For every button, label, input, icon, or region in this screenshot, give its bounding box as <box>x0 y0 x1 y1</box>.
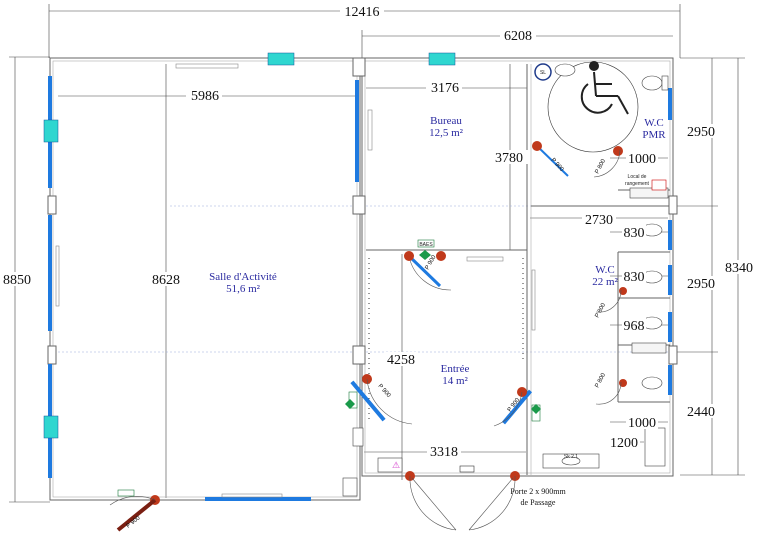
window-wc-2 <box>668 220 672 250</box>
door-labels: P 900 P 900 P 800 P 800 P 800 P 900 P 90… <box>126 157 608 529</box>
dim-total-height: 8850 <box>3 273 31 288</box>
room-bureau-name: Bureau <box>430 115 462 127</box>
room-wc-name: W.C <box>595 264 614 276</box>
warning-icons: ⚠ <box>392 179 667 470</box>
room-bureau-area: 12,5 m² <box>429 127 464 139</box>
dim-wc-a: 830 <box>624 226 645 241</box>
fixtures <box>342 61 669 497</box>
vent-left-bottom <box>43 415 59 439</box>
room-labels: Salle d'Activité 51,6 m² Bureau 12,5 m² … <box>209 115 666 387</box>
window-bottom <box>205 497 311 501</box>
window-wc-5 <box>668 365 672 395</box>
door-note-line1: Porte 2 x 900mm <box>510 487 566 496</box>
dim-right-top: 2950 <box>687 125 715 140</box>
window-wc-1 <box>668 88 672 120</box>
doors <box>109 141 627 532</box>
dim-salle-width: 5986 <box>191 89 219 104</box>
svg-text:⚠: ⚠ <box>392 460 400 470</box>
door-label-local: P 800 <box>594 158 607 175</box>
wheelchair-icon <box>580 61 629 115</box>
walls <box>47 57 678 501</box>
room-salle-name: Salle d'Activité <box>209 271 277 283</box>
dim-entree-width: 3318 <box>430 445 458 460</box>
window-entree-left <box>350 380 386 422</box>
dim-wc-width: 2730 <box>585 213 613 228</box>
dim-wc-e: 1200 <box>610 436 638 451</box>
sink-label: Sk 2.1 <box>564 454 578 460</box>
window-salle-right <box>355 80 359 182</box>
dim-pmr-inner: 1000 <box>628 152 656 167</box>
window-wc-4 <box>668 312 672 342</box>
baes-label-1: BAES <box>419 242 433 248</box>
baes-signs: BAES <box>117 239 541 497</box>
room-salle-area: 51,6 m² <box>226 283 261 295</box>
dim-salle-height: 8628 <box>152 273 180 288</box>
room-wcpmr-sub: PMR <box>642 129 666 141</box>
dim-entree-height: 4258 <box>387 353 415 368</box>
sl-badge-label: SL <box>540 70 546 76</box>
dim-bureau-width: 3176 <box>431 81 459 96</box>
dim-wc-b: 830 <box>624 270 645 285</box>
dim-bureau-height: 3780 <box>495 151 523 166</box>
room-wc-area: 22 m² <box>592 276 618 288</box>
frames <box>55 63 536 498</box>
dim-total-width: 12416 <box>345 5 380 20</box>
door-label-wc1: P 800 <box>594 302 607 319</box>
door-label-wc2: P 800 <box>594 372 607 389</box>
room-entree-name: Entrée <box>441 363 470 375</box>
window-wc-3 <box>668 265 672 295</box>
vents <box>43 52 456 439</box>
window-left-2 <box>48 215 52 331</box>
vent-top-right <box>428 52 456 66</box>
dim-wc-d: 1000 <box>628 416 656 431</box>
vent-top-left <box>267 52 295 66</box>
dim-right-mid: 2950 <box>687 277 715 292</box>
room-entree-area: 14 m² <box>442 375 468 387</box>
dimension-labels: 12416 6208 5986 3176 3780 8850 8628 8340… <box>2 3 756 460</box>
room-local-line2: rangement <box>625 181 650 187</box>
room-local-line1: Local de <box>628 174 647 180</box>
room-wcpmr-name: W.C <box>644 117 663 129</box>
dim-wc-c: 968 <box>624 319 645 334</box>
door-label-entree-left: P 900 <box>377 383 392 399</box>
vent-left-top <box>43 119 59 143</box>
dim-right-total: 8340 <box>725 261 753 276</box>
sl-badge: SL <box>534 63 552 81</box>
dim-right-width: 6208 <box>504 29 532 44</box>
door-note-line2: de Passage <box>521 498 556 507</box>
dim-right-bottom: 2440 <box>687 405 715 420</box>
